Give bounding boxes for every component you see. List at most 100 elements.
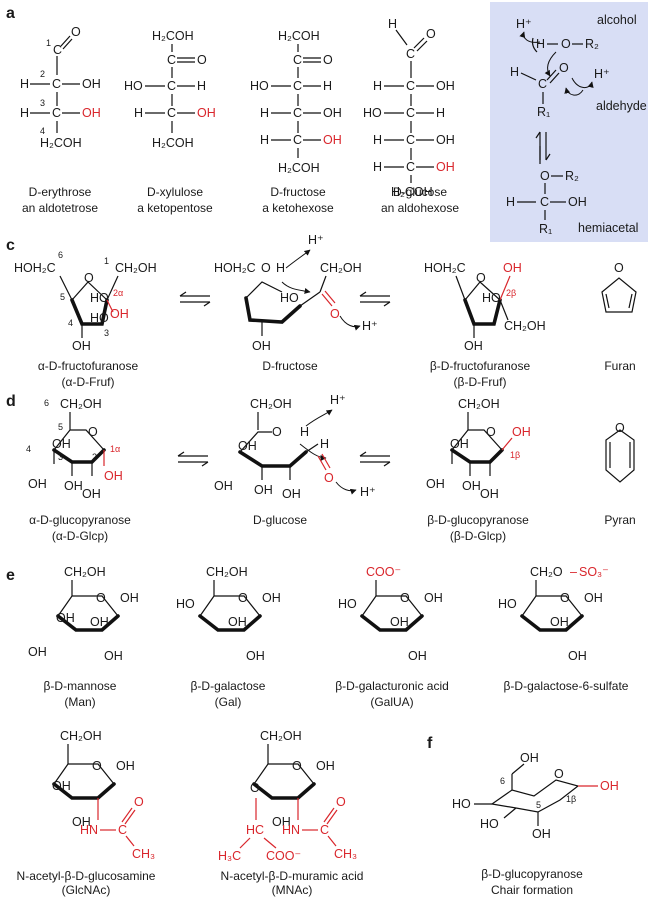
anomeric-beta: 1β <box>566 794 576 804</box>
atom: HOH₂C <box>214 261 256 275</box>
proton: H⁺ <box>516 17 532 31</box>
carbon-number: 5 <box>536 800 541 810</box>
carbon-number: 1 <box>46 38 51 48</box>
atom: HO <box>176 597 195 611</box>
atom: H <box>436 106 445 120</box>
atom: OH <box>520 751 539 765</box>
panel-d-open-glucose: CH₂OH O H H⁺ H O H⁺ OH OH OH OH D-glucos… <box>214 393 376 527</box>
atom: C <box>293 53 302 67</box>
atom: H <box>134 106 143 120</box>
panel-a-erythrose: 1 C O 2 H C OH 3 H C OH 4 H₂COH D-erythr… <box>20 25 101 215</box>
panel-letter-a: a <box>6 5 15 22</box>
atom: C <box>52 77 61 91</box>
carbon-number: 3 <box>40 98 45 108</box>
alpha-glcp-name: α-D-glucopyranose <box>29 513 131 527</box>
atom: C <box>167 106 176 120</box>
atom: OH <box>52 779 71 793</box>
atom: OH <box>426 477 445 491</box>
atom: H <box>20 106 29 120</box>
amide-red: HN <box>282 823 300 837</box>
galactose-name: β-D-galactose <box>191 679 266 693</box>
atom: H <box>373 160 382 174</box>
aldehyde-label: aldehyde <box>596 99 647 113</box>
mannose-name: β-D-mannose <box>44 679 117 693</box>
atom: HO <box>363 106 382 120</box>
atom: O <box>197 53 207 67</box>
glcnac-name: N-acetyl-β-D-glucosamine <box>17 869 156 883</box>
atom: OH <box>550 615 569 629</box>
erythrose-name: D-erythrose <box>29 185 92 199</box>
atom: CH₂O <box>530 565 563 579</box>
amide-red: O <box>336 795 346 809</box>
atom: R₂ <box>585 37 599 51</box>
atom: O <box>88 425 98 439</box>
atom: HO <box>280 291 299 305</box>
anomeric-alpha: 1α <box>110 444 120 454</box>
atom-red: OH <box>110 307 129 321</box>
beta-glcp-name: β-D-glucopyranose <box>427 513 529 527</box>
atom: OH <box>568 649 587 663</box>
atom: C <box>406 47 415 61</box>
atom: OH <box>424 591 443 605</box>
atom: HO <box>90 311 109 325</box>
atom: O <box>261 261 271 275</box>
panel-b-background <box>490 2 648 242</box>
atom: H <box>510 65 519 79</box>
atom: H <box>260 106 269 120</box>
atom: O <box>559 61 569 75</box>
atom: HOH₂C <box>14 261 56 275</box>
proton: H⁺ <box>308 233 324 247</box>
atom: C <box>406 106 415 120</box>
atom: OH <box>72 339 91 353</box>
atom: H₂COH <box>152 29 194 43</box>
atom: H <box>197 79 206 93</box>
amide-red: C <box>320 823 329 837</box>
atom: OH <box>450 437 469 451</box>
atom: OH <box>282 487 301 501</box>
atom: OH <box>64 479 83 493</box>
panel-c-beta-fructofuranose: HOH₂C O OH 2β HO CH₂OH OH β-D-fructofura… <box>424 261 546 389</box>
lactyl-red: H₃C <box>218 849 241 863</box>
atom: OH <box>272 815 291 829</box>
atom: H <box>506 195 515 209</box>
panel-letter-e: e <box>6 567 15 584</box>
atom-red: OH <box>436 160 455 174</box>
panel-b-hemiacetal-formation: H⁺ H O R₂ alcohol H C O H⁺ R₁ aldehyde O… <box>490 2 648 242</box>
atom: H₂COH <box>278 29 320 43</box>
sulfate-red: SO₃⁻ <box>579 565 609 579</box>
atom: O <box>71 25 81 39</box>
atom: C <box>167 79 176 93</box>
atom: OH <box>480 487 499 501</box>
equilibrium-arrows <box>177 146 541 467</box>
atom: O <box>250 781 260 795</box>
panel-letter-d: d <box>6 393 16 410</box>
carbon-number: 5 <box>58 422 63 432</box>
glcnac-abbr: (GlcNAc) <box>62 883 111 897</box>
panel-f-chair-glucopyranose: OH 6 5 O 1β OH HO HO OH β-D-glucopyranos… <box>452 751 619 897</box>
atom: CH₂OH <box>60 729 102 743</box>
amide-red: O <box>134 795 144 809</box>
atom: H₂COH <box>278 161 320 175</box>
atom: OH <box>72 815 91 829</box>
atom: O <box>92 759 102 773</box>
atom: OH <box>90 615 109 629</box>
furan-name: Furan <box>604 359 635 373</box>
atom: HOH₂C <box>424 261 466 275</box>
anomeric-beta: 2β <box>506 288 516 298</box>
atom: OH <box>462 479 481 493</box>
alcohol-label: alcohol <box>597 13 637 27</box>
panel-e-galactose-6-sulfate: CH₂O – SO₃⁻ O OH HO OH OH β-D-galactose-… <box>498 565 629 693</box>
atom-red: OH <box>82 106 101 120</box>
mnac-abbr: (MNAc) <box>272 883 313 897</box>
panel-e-mnac: CH₂OH O OH O OH HC H₃C COO⁻ HN C O CH₃ N… <box>218 729 363 897</box>
atom-red: OH <box>197 106 216 120</box>
atom: OH <box>254 483 273 497</box>
atom: H₂COH <box>152 136 194 150</box>
atom-red: OH <box>104 469 123 483</box>
atom: R₂ <box>565 169 579 183</box>
atom: C <box>406 160 415 174</box>
atom: C <box>406 79 415 93</box>
panel-d-alpha-glucopyranose: O CH₂OH 6 5 4 3 2 1α OH OH OH OH OH α-D-… <box>26 397 131 543</box>
amide-red: C <box>118 823 127 837</box>
atom: CH₂OH <box>250 397 292 411</box>
